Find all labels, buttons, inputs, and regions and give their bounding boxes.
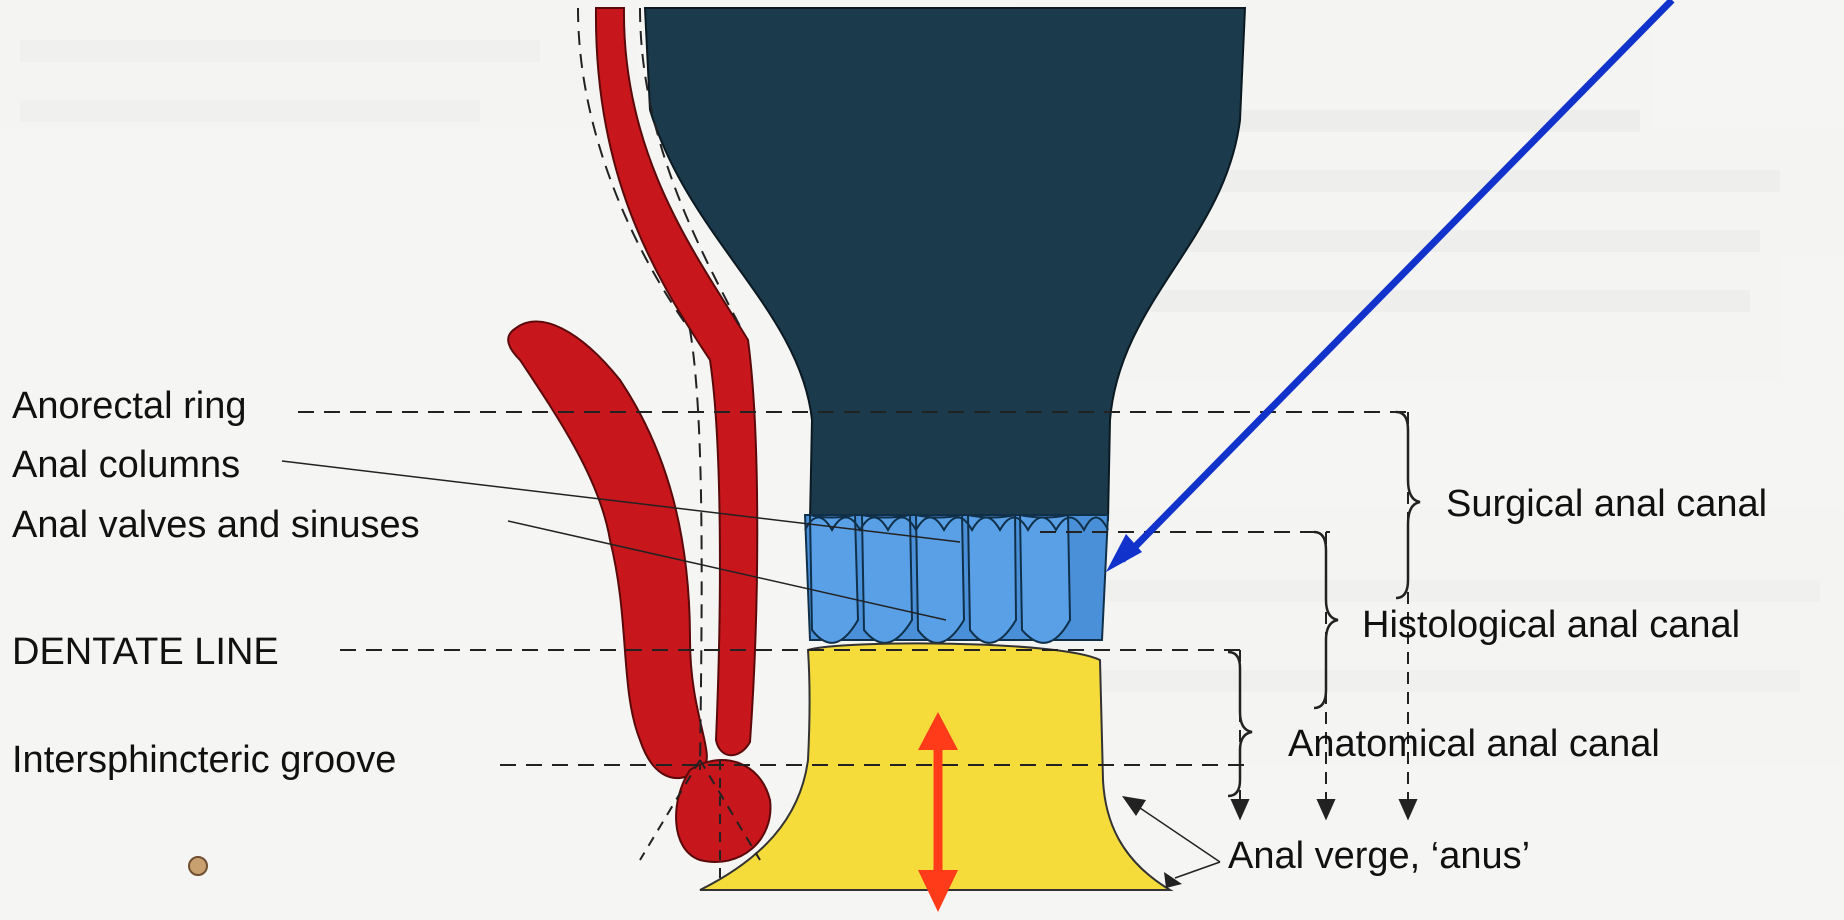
- anal-column-1: [810, 515, 858, 643]
- label-anorectal-ring: Anorectal ring: [12, 385, 246, 427]
- label-anal-columns: Anal columns: [12, 444, 240, 486]
- label-intersphincteric-groove: Intersphincteric groove: [12, 739, 396, 781]
- label-anatomical-canal: Anatomical anal canal: [1288, 723, 1660, 765]
- label-dentate-line: DENTATE LINE: [12, 631, 279, 673]
- anal-column-5: [1020, 515, 1070, 643]
- anal-column-2: [862, 515, 912, 643]
- label-surgical-canal: Surgical anal canal: [1446, 483, 1767, 525]
- label-anal-verge: Anal verge, ‘anus’: [1228, 835, 1530, 877]
- anal-column-3: [916, 515, 964, 643]
- label-anal-valves: Anal valves and sinuses: [12, 504, 420, 546]
- anal-column-4: [968, 515, 1016, 643]
- label-histological-canal: Histological anal canal: [1362, 604, 1740, 646]
- anal-columns-region: [805, 515, 1108, 643]
- decorative-dot: [189, 857, 207, 875]
